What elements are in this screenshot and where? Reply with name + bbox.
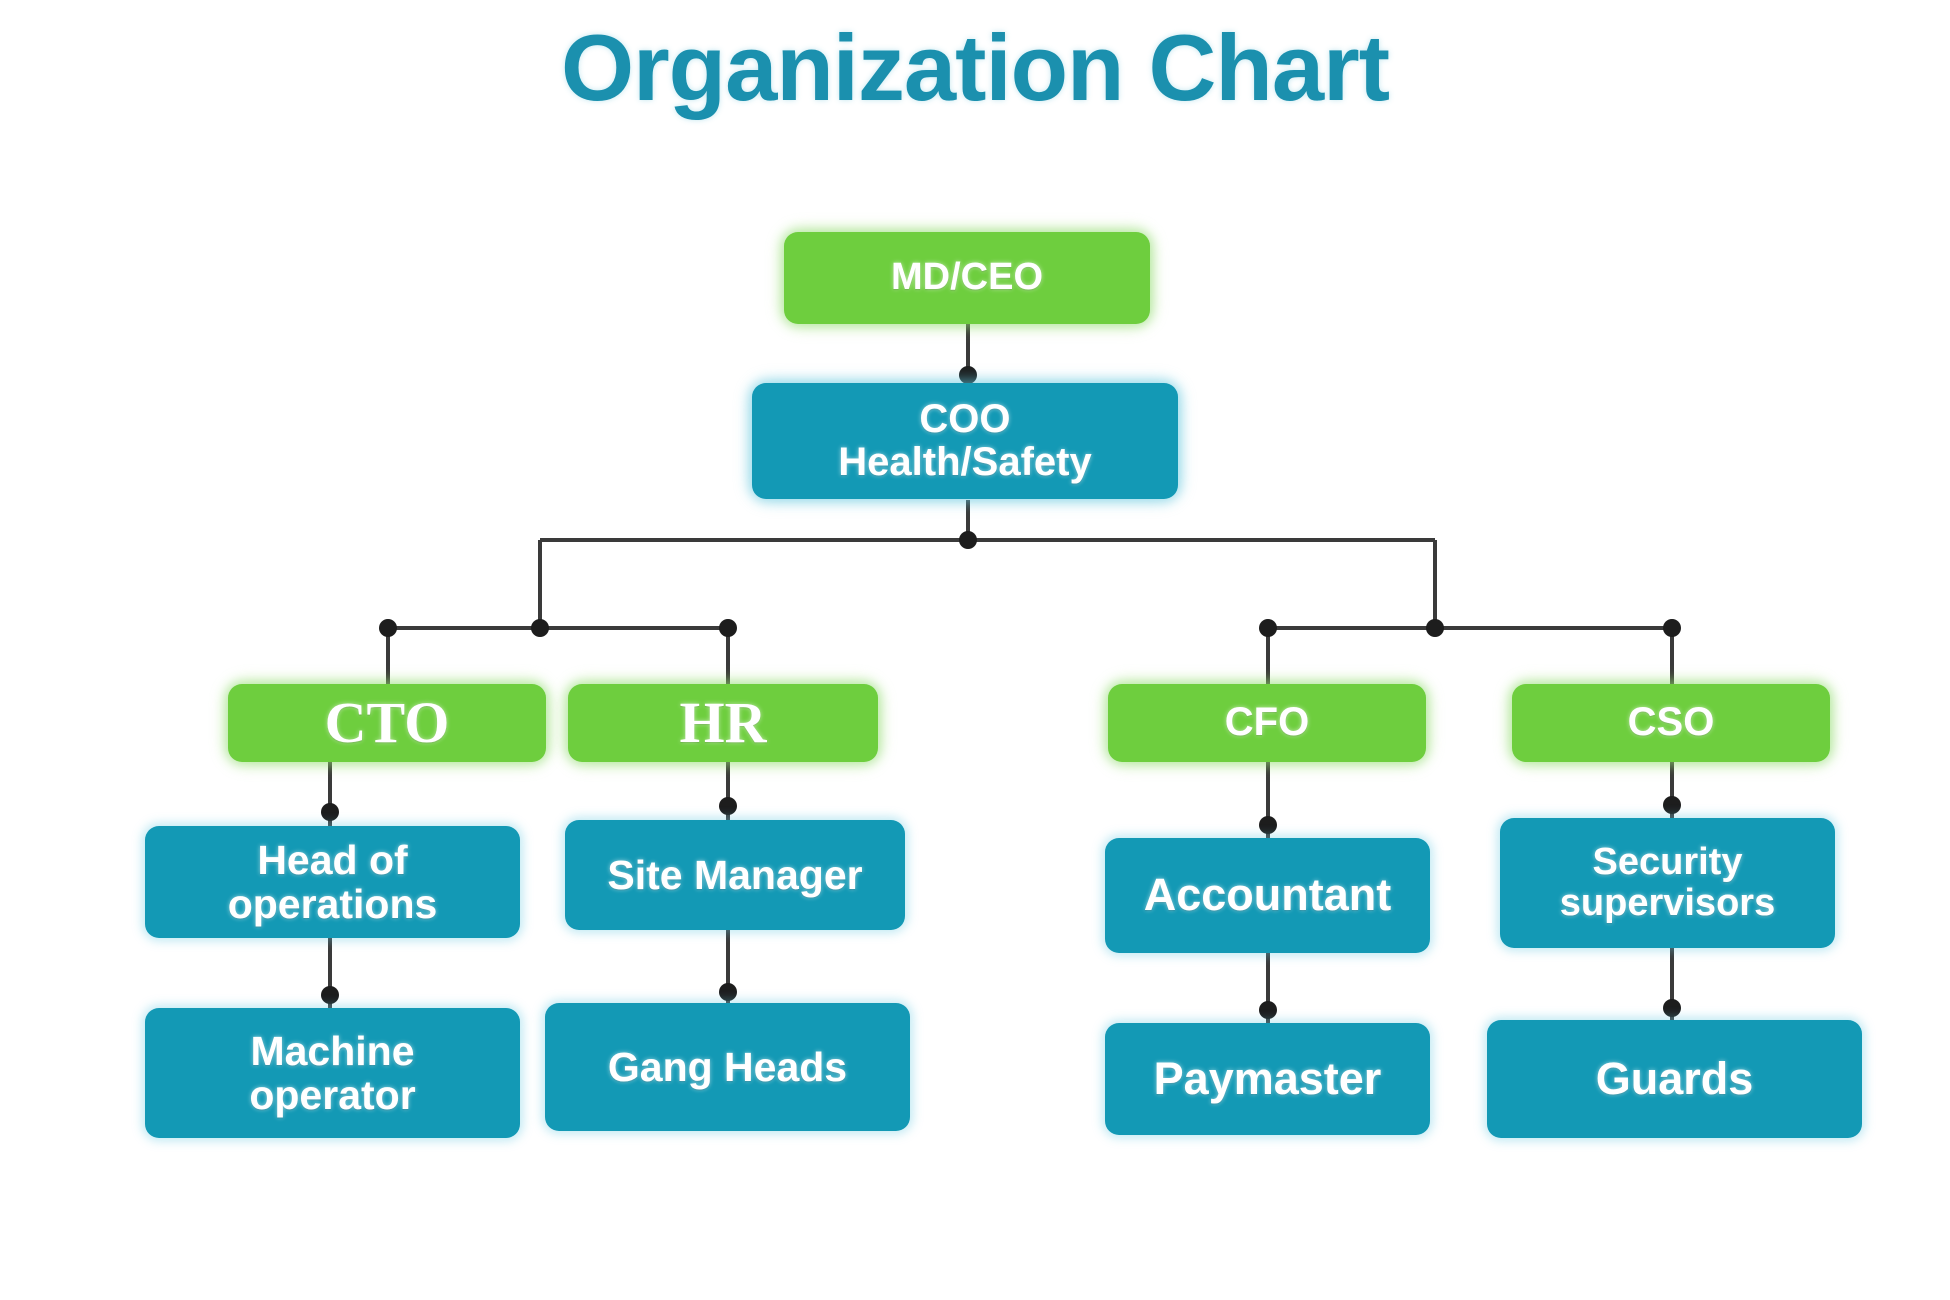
node-md-ceo[interactable]: MD/CEO: [784, 232, 1150, 324]
node-label: CTO: [324, 689, 450, 755]
node-paymaster[interactable]: Paymaster: [1105, 1023, 1430, 1135]
node-label: Site Manager: [607, 851, 863, 898]
node-label: Accountant: [1143, 869, 1392, 921]
node-guards[interactable]: Guards: [1487, 1020, 1862, 1138]
node-cto[interactable]: CTO: [228, 684, 546, 762]
page-title: Organization Chart: [560, 15, 1390, 120]
node-cfo[interactable]: CFO: [1108, 684, 1426, 762]
node-coo[interactable]: COO Health/Safety: [752, 383, 1178, 499]
node-accountant[interactable]: Accountant: [1105, 838, 1430, 953]
node-label: Machine operator: [249, 1027, 416, 1118]
node-label: Guards: [1595, 1052, 1754, 1104]
node-label: HR: [679, 689, 767, 755]
node-gang-heads[interactable]: Gang Heads: [545, 1003, 910, 1131]
node-label: CFO: [1224, 700, 1310, 745]
node-label: COO Health/Safety: [838, 396, 1092, 484]
node-label: MD/CEO: [891, 256, 1043, 299]
node-machine-operator[interactable]: Machine operator: [145, 1008, 520, 1138]
node-label: Security supervisors: [1559, 840, 1776, 924]
node-cso[interactable]: CSO: [1512, 684, 1830, 762]
node-site-manager[interactable]: Site Manager: [565, 820, 905, 930]
node-hr[interactable]: HR: [568, 684, 878, 762]
node-label: CSO: [1627, 700, 1715, 745]
node-security-supervisors[interactable]: Security supervisors: [1500, 818, 1835, 948]
node-label: Paymaster: [1153, 1052, 1382, 1104]
node-label: Head of operations: [227, 836, 438, 927]
node-head-of-operations[interactable]: Head of operations: [145, 826, 520, 938]
node-label: Gang Heads: [607, 1043, 848, 1090]
